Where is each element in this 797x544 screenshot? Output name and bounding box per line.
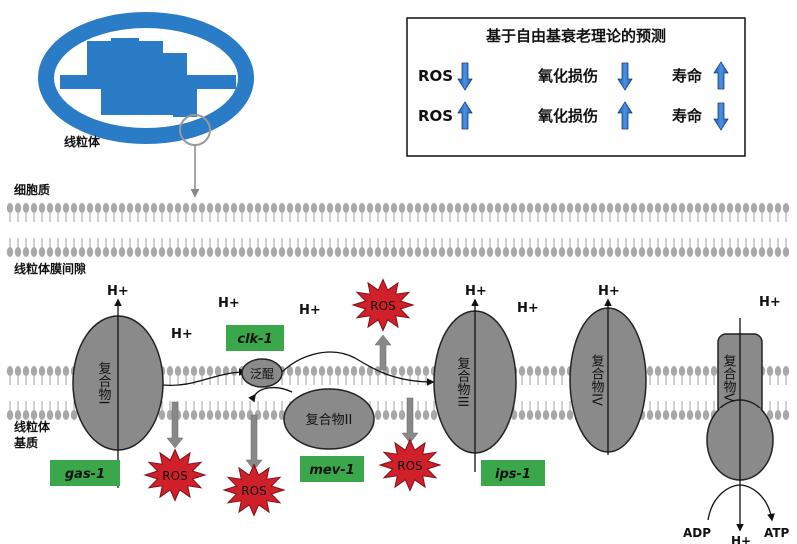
- gene-mev1: mev-1: [309, 463, 354, 478]
- proton-label: H+: [299, 303, 321, 318]
- complex-iii-label: 复合物III: [455, 357, 471, 408]
- gene-isp1: ips-1: [495, 467, 531, 482]
- outer-membrane: [7, 203, 789, 257]
- proton-label: H+: [465, 284, 487, 299]
- legend-row1-lifespan: 寿命: [672, 67, 703, 85]
- legend-row2-damage: 氧化损伤: [537, 107, 598, 125]
- ros-label: ROS: [241, 484, 266, 498]
- ubiquinone-label: 泛醌: [250, 367, 274, 381]
- ros-label: ROS: [162, 469, 187, 483]
- legend-row1-damage: 氧化损伤: [537, 67, 598, 85]
- legend-row2-lifespan: 寿命: [672, 107, 703, 125]
- complex-v-label: 复合物V: [721, 354, 737, 402]
- matrix-label-line2: 基质: [13, 435, 38, 450]
- proton-label: H+: [171, 327, 193, 342]
- ros-arrow-icon: [375, 335, 391, 370]
- proton-label-matrix: H+: [731, 534, 751, 544]
- legend-box: 基于自由基衰老理论的预测 ROS 氧化损伤 寿命 ROS 氧化损伤 寿命: [407, 18, 745, 156]
- intermembrane-space-label: 线粒体膜间隙: [14, 261, 86, 276]
- legend-row2-ros: ROS: [418, 107, 453, 125]
- mitochondrion-icon: [46, 20, 246, 136]
- ros-label: ROS: [370, 299, 395, 313]
- matrix-label-line1: 线粒体: [14, 419, 51, 434]
- ros-arrow-icon: [246, 415, 262, 470]
- gene-gas1: gas-1: [65, 467, 105, 482]
- gene-clk1: clk-1: [237, 332, 272, 347]
- adp-label: ADP: [683, 526, 711, 540]
- complex-ii-label: 复合物II: [306, 413, 353, 428]
- ros-arrow-icon: [402, 398, 418, 443]
- mitochondrion-label: 线粒体: [64, 134, 101, 149]
- proton-label: H+: [598, 284, 620, 299]
- complex-iv-label: 复合物IV: [589, 354, 605, 406]
- atp-label: ATP: [764, 526, 790, 540]
- legend-row1-ros: ROS: [418, 67, 453, 85]
- complex-i-label: 复合物I: [96, 362, 112, 405]
- ros-label: ROS: [397, 459, 422, 473]
- proton-label: H+: [759, 295, 781, 310]
- proton-label: H+: [218, 296, 240, 311]
- proton-label: H+: [107, 284, 129, 299]
- legend-title: 基于自由基衰老理论的预测: [485, 27, 666, 45]
- proton-label: H+: [517, 301, 539, 316]
- ros-arrow-icon: [167, 402, 183, 448]
- cytoplasm-label: 细胞质: [14, 182, 50, 197]
